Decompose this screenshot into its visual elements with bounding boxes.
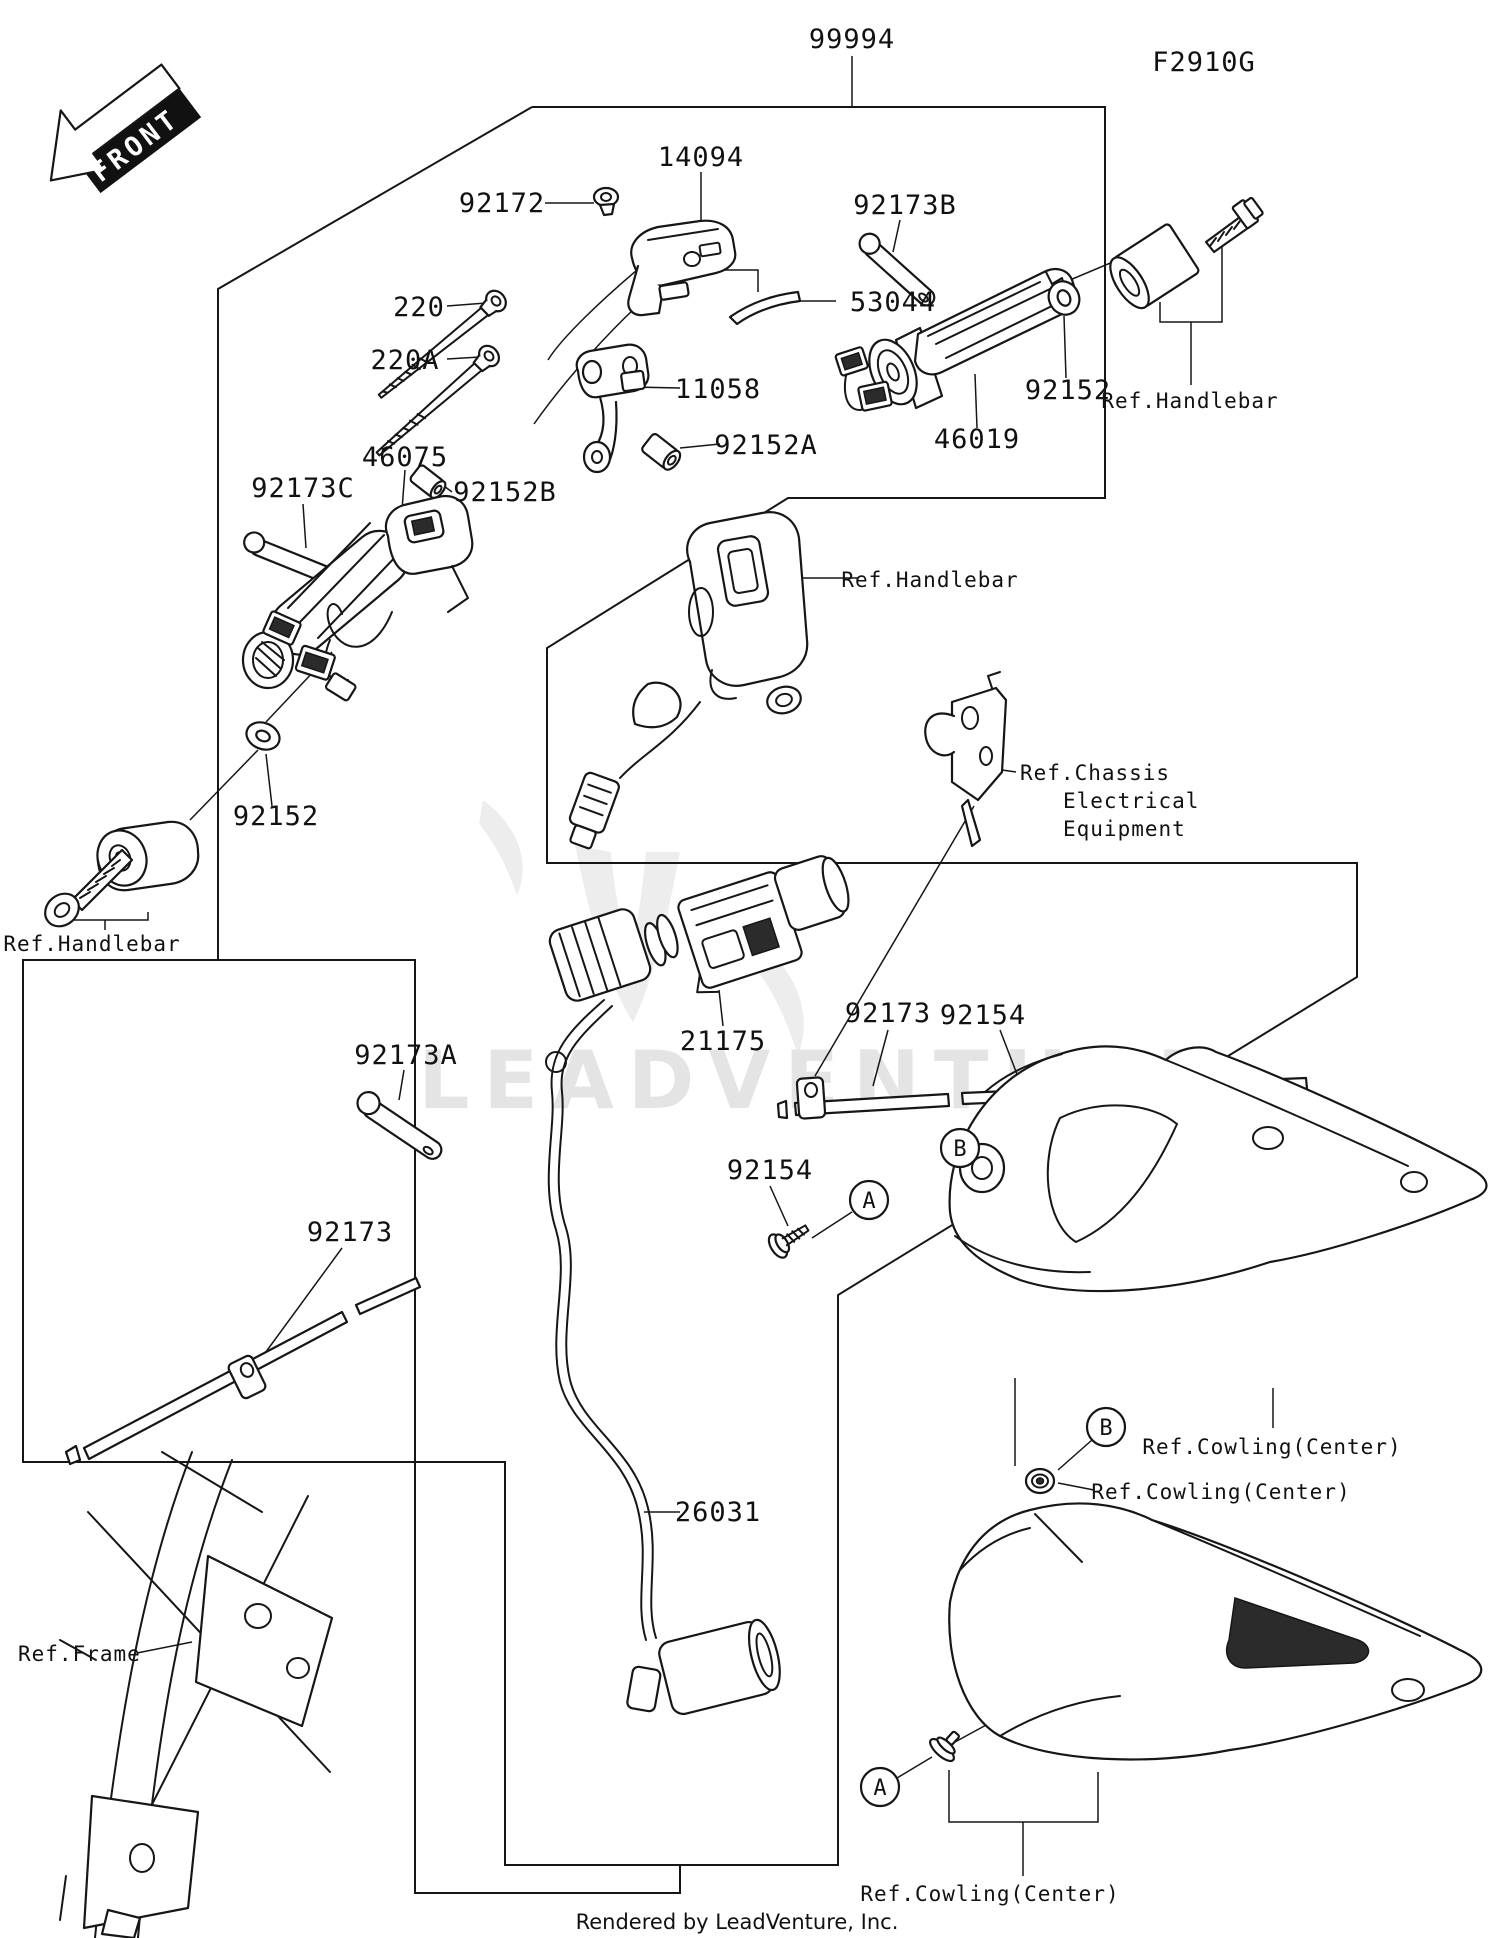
part-53044-strip: [728, 290, 802, 326]
part-92172-screw: [592, 186, 620, 217]
label-92173c: 92173C: [251, 473, 355, 504]
part-92173c-lever: [243, 531, 339, 586]
part-11058-bracket: [575, 343, 650, 474]
part-21175-assembly: [548, 855, 850, 1002]
callout-letter-b-upper: B: [953, 1137, 966, 1162]
part-92152-washer-left: [245, 721, 281, 751]
label-ref-frame: Ref.Frame: [18, 1642, 141, 1666]
label-92152b: 92152B: [453, 477, 557, 508]
label-14094: 14094: [658, 142, 744, 173]
callout-badges: B A B A: [848, 1127, 1127, 1808]
label-11058: 11058: [675, 374, 761, 405]
part-220-bolt: [377, 289, 507, 399]
ref-switch-housing: [568, 511, 809, 850]
footer-credit: Rendered by LeadVenture, Inc.: [576, 1910, 899, 1934]
ref-handlebar-bolt-top: [1204, 196, 1264, 254]
label-92173-bottom: 92173: [307, 1217, 393, 1248]
front-direction-arrow: FRONT: [49, 63, 202, 194]
label-46075: 46075: [362, 442, 448, 473]
part-92152a-damper: [641, 432, 682, 471]
ref-cowling-lower: [948, 1502, 1483, 1761]
part-92173a-lever: [356, 1091, 443, 1160]
label-ref-cowling-top: Ref.Cowling(Center): [1142, 1435, 1401, 1459]
callout-circle-b-upper: [939, 1127, 981, 1169]
callout-circle-a-lower: [859, 1766, 901, 1808]
callout-letter-b-lower: B: [1099, 1416, 1112, 1441]
label-92173b: 92173B: [853, 190, 957, 221]
part-92152-washer-right: [1047, 280, 1081, 316]
reference-labels: Ref.Handlebar Ref.Handlebar Ref.Chassis …: [3, 389, 1401, 1906]
label-ref-chassis-line3: Equipment: [1063, 817, 1186, 841]
label-92154-right: 92154: [940, 1000, 1026, 1031]
watermark-flame-shape: [575, 845, 680, 1022]
part-92173-rod-bottom: [64, 1276, 422, 1466]
part-46075-grip-heater-left: [241, 494, 474, 702]
kit-boundary-outline: [22, 106, 1358, 1894]
label-92152a: 92152A: [714, 430, 818, 461]
callout-letter-a-lower: A: [873, 1776, 886, 1801]
label-92173a: 92173A: [354, 1040, 458, 1071]
label-92152-right: 92152: [1025, 375, 1111, 406]
watermark-flame-shape-2: [479, 800, 523, 895]
label-92173-right: 92173: [845, 998, 931, 1029]
callout-circle-b-lower: [1085, 1406, 1127, 1448]
callout-letter-a-upper: A: [862, 1189, 875, 1214]
part-cowling-pin: [929, 1730, 960, 1763]
ref-chassis-bracket: [924, 671, 1008, 848]
watermark-flame-shape-3: [760, 952, 804, 1055]
label-21175: 21175: [680, 1026, 766, 1057]
part-92154-screw-left: [767, 1224, 810, 1259]
section-outlines: [22, 56, 1358, 1894]
part-number-labels: 99994 F2910G 14094 92172 92173B 53044 22…: [233, 24, 1256, 1528]
ref-cowling-upper: [948, 1045, 1488, 1293]
label-ref-chassis-line2: Electrical: [1063, 789, 1199, 813]
label-kit-99994: 99994: [809, 24, 895, 55]
part-46019-grip-heater-right: [834, 267, 1078, 412]
part-92173b-lever: [858, 232, 936, 307]
ref-handlebar-weight-top: [1109, 223, 1200, 310]
part-26031-harness: [545, 999, 781, 1716]
label-ref-handlebar-bottom: Ref.Handlebar: [3, 932, 180, 956]
part-14094-switch-housing: [627, 219, 737, 317]
ref-frame: [59, 1451, 334, 1938]
label-ref-cowling-mid: Ref.Cowling(Center): [1091, 1480, 1350, 1504]
label-92154-left: 92154: [727, 1155, 813, 1186]
kit-boundary-left-edge: [217, 106, 533, 960]
label-92152-left: 92152: [233, 801, 319, 832]
label-ref-chassis-line1: Ref.Chassis: [1020, 761, 1170, 785]
label-ref-cowling-bottom: Ref.Cowling(Center): [860, 1882, 1119, 1906]
part-220a-bolt: [375, 344, 501, 457]
callout-circle-a-upper: [848, 1179, 890, 1221]
part-cowling-grommet: [1024, 1467, 1056, 1495]
label-220: 220: [393, 292, 445, 323]
label-figure-code: F2910G: [1152, 47, 1256, 78]
label-46019: 46019: [934, 424, 1020, 455]
label-26031: 26031: [675, 1497, 761, 1528]
label-92172: 92172: [459, 188, 545, 219]
label-ref-handlebar-mid: Ref.Handlebar: [841, 568, 1018, 592]
label-53044: 53044: [850, 287, 936, 318]
ref-handlebar-bolt-bottom: [44, 848, 134, 928]
label-220a: 220A: [370, 345, 439, 376]
label-ref-handlebar-top: Ref.Handlebar: [1101, 389, 1278, 413]
